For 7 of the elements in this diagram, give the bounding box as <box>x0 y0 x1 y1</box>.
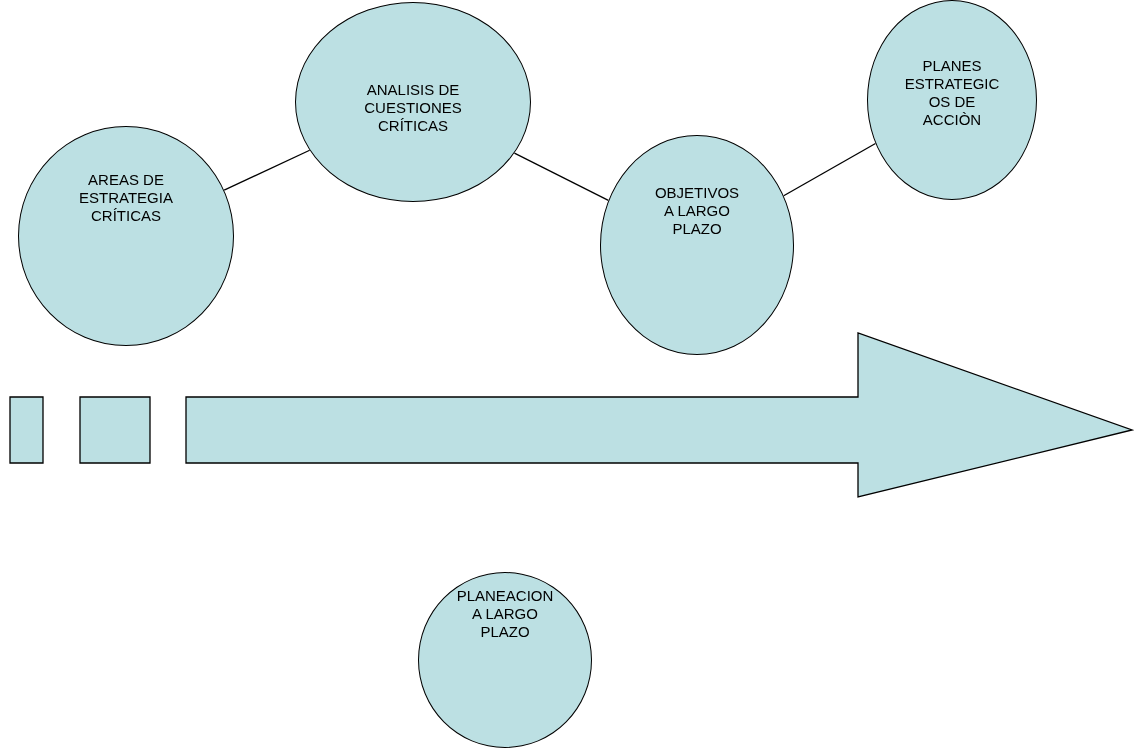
node-label: PLANEACION A LARGO PLAZO <box>455 587 555 641</box>
node-label: AREAS DE ESTRATEGIA CRÍTICAS <box>78 171 174 225</box>
connector-line <box>513 152 609 201</box>
connector-line <box>783 142 877 197</box>
node-label: ANALISIS DE CUESTIONES CRÍTICAS <box>363 81 463 135</box>
node-label: PLANES ESTRATEGIC OS DE ACCIÒN <box>903 57 1001 129</box>
node-label: OBJETIVOS A LARGO PLAZO <box>653 184 741 238</box>
